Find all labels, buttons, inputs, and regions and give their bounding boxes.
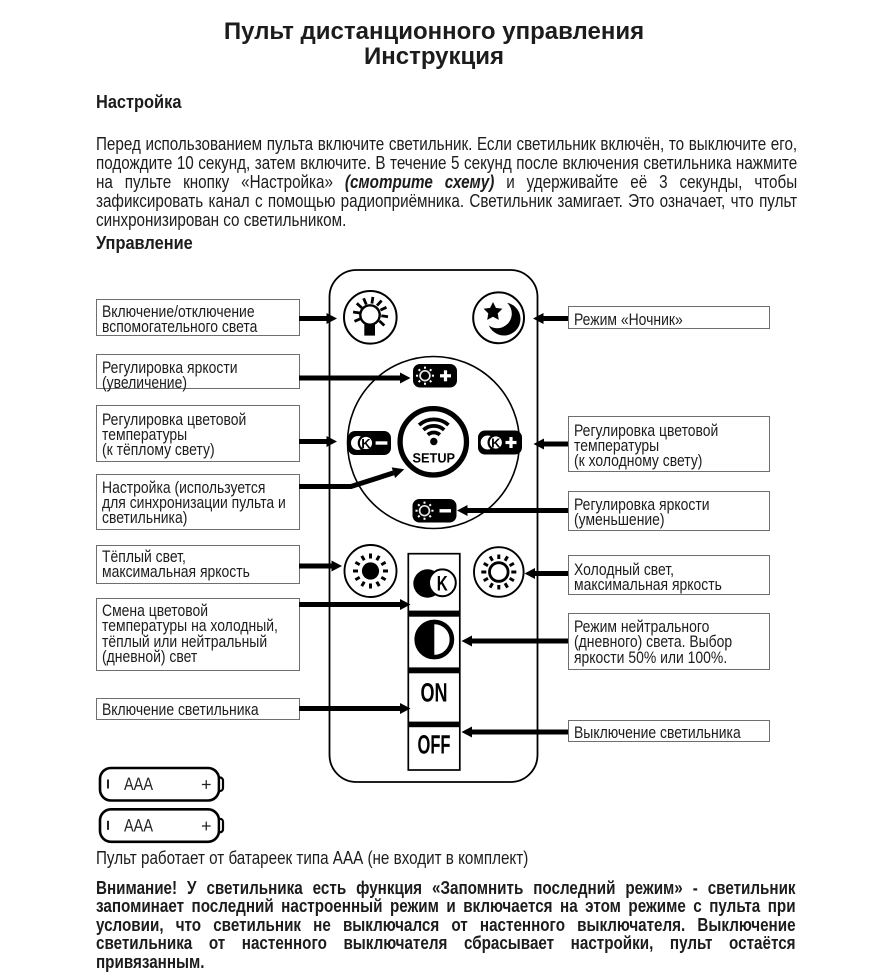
svg-text:K: K	[437, 573, 448, 596]
svg-text:OFF: OFF	[418, 730, 451, 760]
svg-text:+: +	[201, 816, 212, 836]
svg-text:+: +	[201, 775, 212, 795]
svg-text:ON: ON	[421, 678, 448, 708]
svg-text:AAA: AAA	[124, 815, 153, 835]
svg-text:K: K	[491, 435, 501, 450]
svg-text:AAA: AAA	[124, 774, 153, 794]
svg-text:SETUP: SETUP	[413, 450, 456, 465]
svg-text:K: K	[361, 436, 371, 451]
